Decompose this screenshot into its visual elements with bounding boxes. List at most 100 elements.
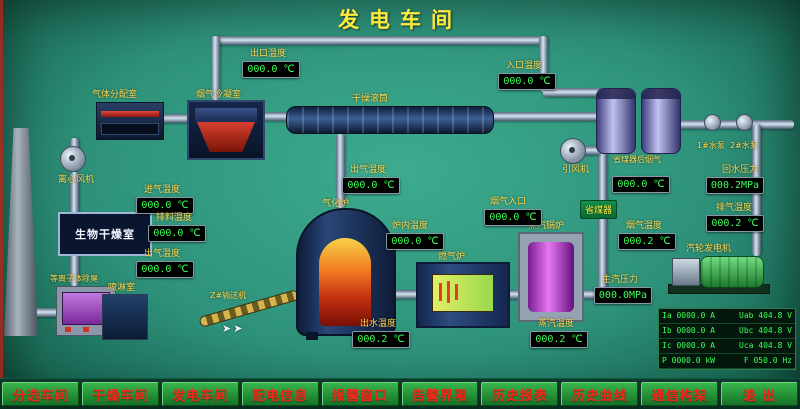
outgas-temp-left-display: 000.0 ℃ (136, 261, 194, 278)
spray-room-graphic (102, 294, 148, 340)
outgas-temp-center-label: 出气温度 (350, 165, 387, 175)
nav-history-report[interactable]: 历史报表 (481, 382, 559, 406)
induced-fan-label: 引风机 (562, 165, 590, 175)
pipe (213, 36, 548, 45)
generator-readout-panel: Ia 0000.0 A Uab 404.8 V Ib 0000.0 A Ubc … (658, 308, 796, 370)
tank-1-graphic (596, 88, 636, 154)
economizer-outlet-fluegas-label: 省煤器后烟气 (613, 155, 661, 164)
turbine-generator-label: 汽轮发电机 (686, 244, 732, 254)
centrifugal-fan-icon (60, 146, 86, 172)
gen-row: P 0000.0 kW F 050.0 Hz (659, 354, 795, 369)
furnace-temp-label: 炉内温度 (392, 221, 429, 231)
pipe (259, 112, 289, 121)
pipe (543, 88, 603, 97)
fluegas-inlet-display: 000.0 ℃ (484, 209, 542, 226)
outlet-temp-display: 000.0 ℃ (242, 61, 300, 78)
pipe (70, 172, 79, 214)
gen-value: Ia 0000.0 A (662, 311, 715, 320)
spray-room-label: 喷淋室 (108, 283, 136, 293)
furnace-temp-display: 000.0 ℃ (386, 233, 444, 250)
main-steam-pressure-label: 主汽压力 (602, 275, 639, 285)
pipe (70, 138, 79, 152)
pump-2-graphic (736, 114, 753, 131)
return-water-pressure-display: 000.2MPa (706, 177, 764, 194)
pipe (336, 134, 345, 208)
exhaust-temp-label: 排气温度 (716, 203, 753, 213)
flue-condenser-label: 烟气冷凝室 (196, 90, 242, 100)
steam-temp-display: 000.2 ℃ (530, 331, 588, 348)
gas-distribution-label: 气体分配室 (92, 90, 138, 100)
nav-power-distribution-info[interactable]: 配电信息 (241, 382, 319, 406)
steam-boiler-label: 蒸汽锅炉 (528, 221, 565, 231)
nav-power-workshop[interactable]: 发电车间 (161, 382, 239, 406)
nav-alarm-limits[interactable]: 告警界限 (401, 382, 479, 406)
gas-furnace-graphic (416, 262, 510, 328)
nav-alarm-window[interactable]: 报警窗口 (321, 382, 399, 406)
nav-communication-framework[interactable]: 通信构架 (641, 382, 719, 406)
discharge-temp-display: 000.0 ℃ (148, 225, 206, 242)
pipe (211, 36, 220, 100)
plasma-deodorizer-label: 等离子体除臭 (50, 274, 98, 283)
tank-2-graphic (641, 88, 681, 154)
pump-1-label: 1#水泵 (697, 141, 725, 150)
gen-value: F 050.0 Hz (743, 356, 792, 365)
gasifier-leg (306, 332, 318, 340)
steam-boiler-graphic (518, 232, 584, 322)
plasma-deodorizer-graphic (56, 286, 116, 336)
gasifier-label: 气化炉 (322, 199, 350, 209)
chimney-graphic (4, 128, 38, 336)
gen-value: Ib 0000.0 A (662, 326, 715, 335)
pipe (676, 120, 794, 129)
main-steam-pressure-display: 000.0MPa (594, 287, 652, 304)
pipe (160, 114, 192, 123)
bottom-nav: 分选车间 干燥车间 发电车间 配电信息 报警窗口 告警界限 历史报表 历史曲线 … (0, 378, 800, 409)
pipe (578, 290, 608, 299)
outgas-temp-left-label: 出气温度 (144, 249, 181, 259)
outlet-water-temp-label: 出水温度 (360, 319, 397, 329)
inlet-temp-display: 000.0 ℃ (498, 73, 556, 90)
drying-drum-label: 干燥滚筒 (352, 94, 389, 104)
gen-row: Ia 0000.0 A Uab 404.8 V (659, 309, 795, 324)
pipe (70, 252, 79, 286)
pump-1-graphic (704, 114, 721, 131)
fluegas-inlet-label: 烟气入口 (490, 197, 527, 207)
gen-value: Ic 0000.0 A (662, 341, 715, 350)
gen-row: Ib 0000.0 A Ubc 404.8 V (659, 324, 795, 339)
outlet-water-temp-display: 000.2 ℃ (352, 331, 410, 348)
gen-row: Ic 0000.0 A Uca 404.8 V (659, 339, 795, 354)
gas-furnace-label: 燃气炉 (438, 252, 466, 262)
flow-arrows: ➤➤ (222, 322, 245, 335)
pump-2-label: 2#水泵 (730, 141, 758, 150)
gen-value: Uab 404.8 V (739, 311, 792, 320)
nav-exit[interactable]: 退 出 (721, 382, 799, 406)
inlet-temp-label: 入口温度 (506, 61, 543, 71)
pipe (582, 146, 602, 155)
fluegas-temp-label: 烟气温度 (626, 221, 663, 231)
steam-temp-label: 蒸汽温度 (538, 319, 575, 329)
bio-drying-room-label: 生物干燥室 (75, 228, 135, 241)
centrifugal-fan-label: 离心风机 (58, 175, 95, 185)
flue-condenser-graphic (187, 100, 265, 160)
outlet-temp-label: 出口温度 (250, 49, 287, 59)
pipe (490, 112, 602, 121)
page-title: 发电车间 (338, 8, 462, 32)
gas-distribution-graphic (96, 102, 164, 140)
conveyor-label: Z#输送机 (210, 291, 247, 300)
discharge-temp-label: 排料温度 (156, 213, 193, 223)
pipe (539, 36, 548, 92)
intake-temp-label: 进气温度 (144, 185, 181, 195)
fluegas-temp-display: 000.2 ℃ (618, 233, 676, 250)
turbine-generator-graphic (668, 254, 770, 294)
outgas-temp-center-display: 000.0 ℃ (342, 177, 400, 194)
nav-sorting-workshop[interactable]: 分选车间 (2, 382, 79, 406)
nav-drying-workshop[interactable]: 干燥车间 (81, 382, 159, 406)
economizer-label: 省煤器 (580, 200, 618, 219)
pipe (598, 150, 607, 296)
intake-temp-display: 000.0 ℃ (136, 197, 194, 214)
exhaust-temp-display: 000.2 ℃ (706, 215, 764, 232)
gen-value: P 0000.0 kW (662, 356, 715, 365)
return-water-pressure-label: 回水压力 (722, 165, 759, 175)
nav-history-curve[interactable]: 历史曲线 (561, 382, 639, 406)
drying-drum-graphic (286, 106, 494, 134)
